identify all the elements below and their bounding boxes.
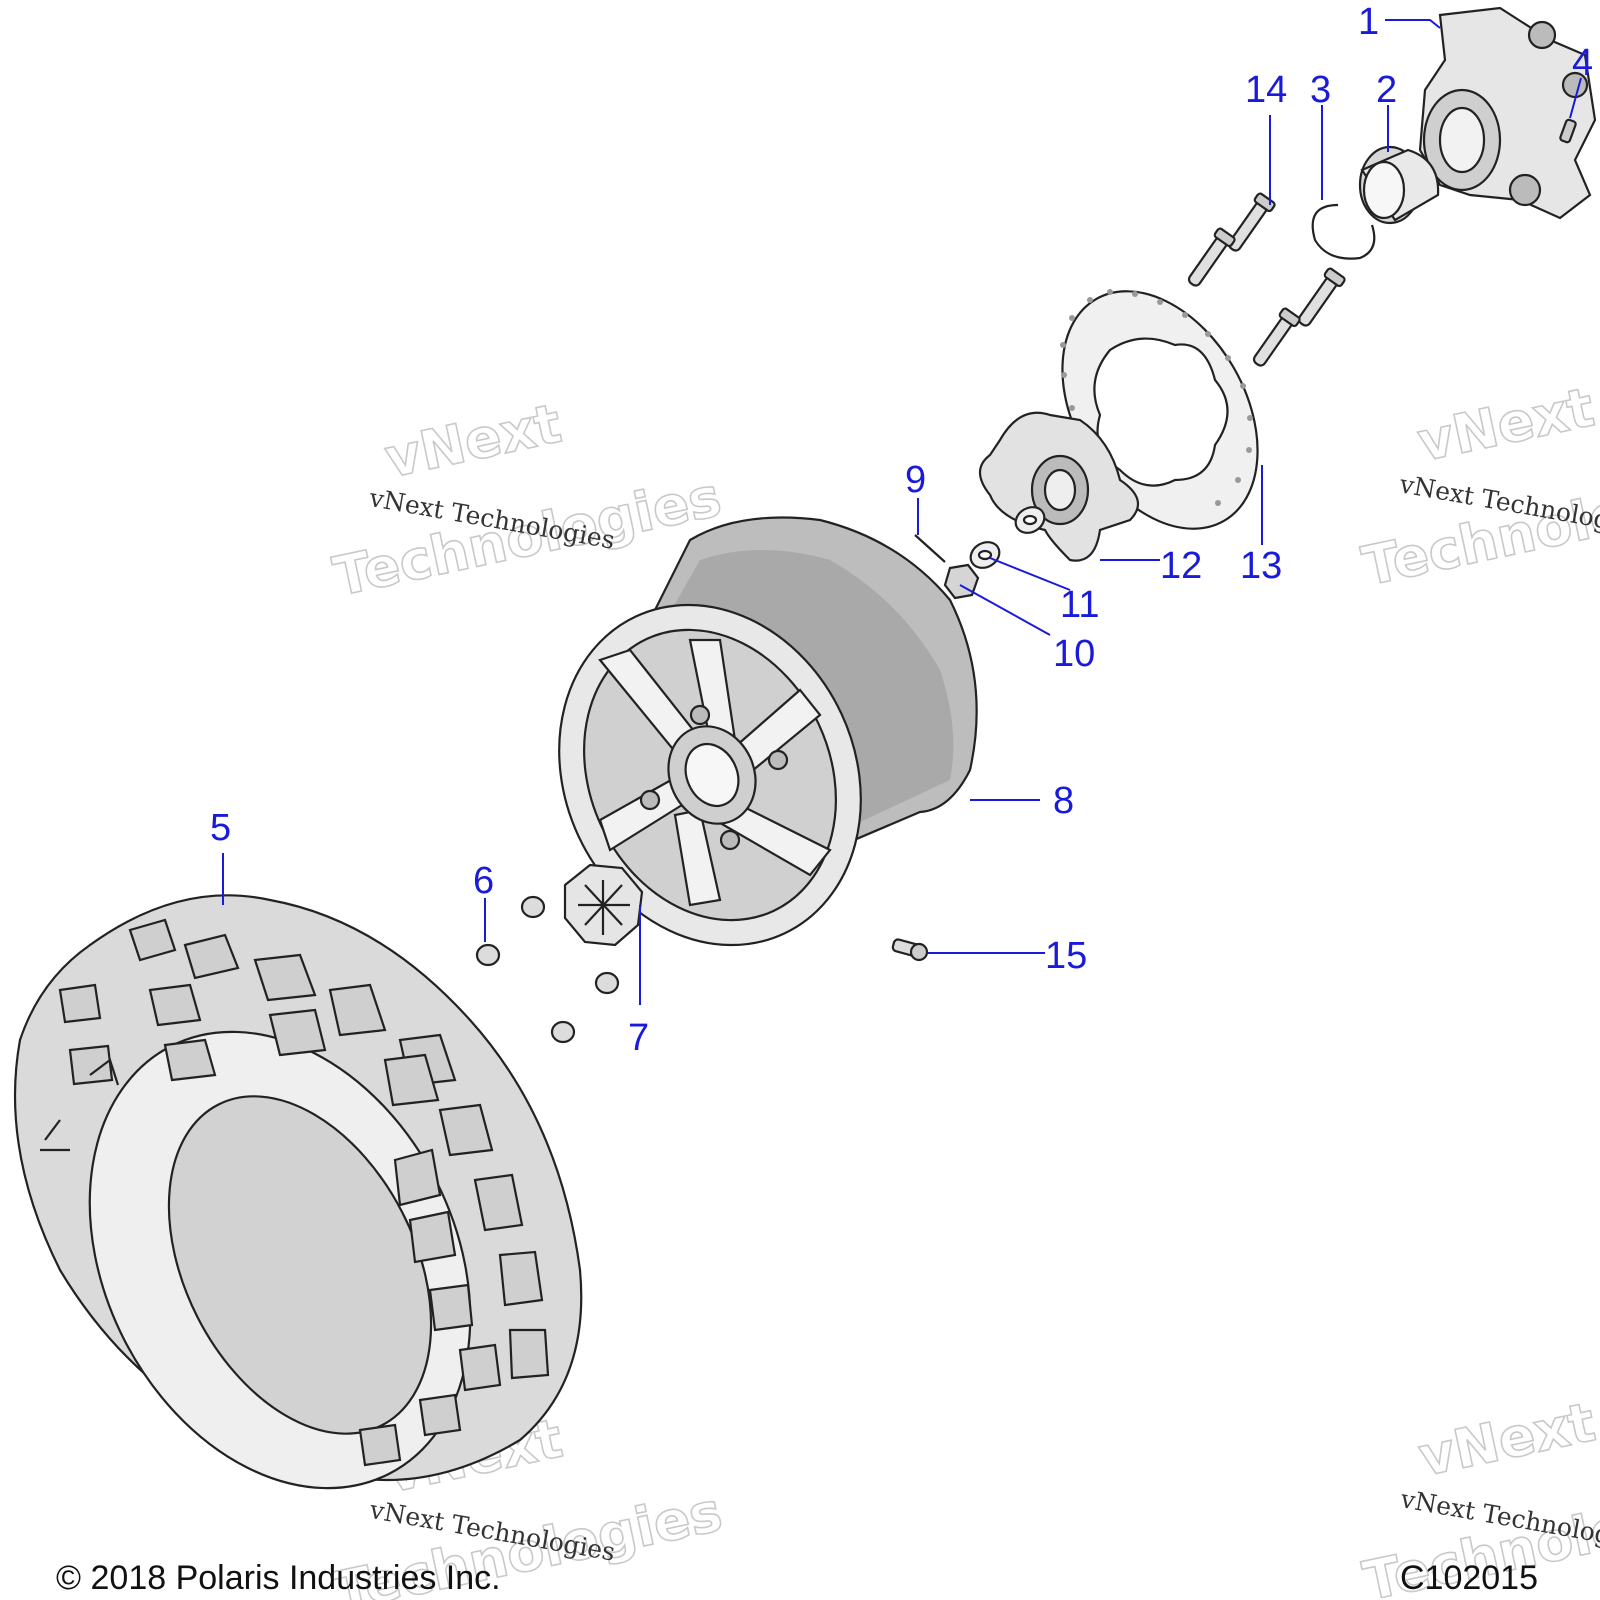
valve-stem-part — [891, 938, 929, 962]
callout-4: 4 — [1572, 42, 1593, 84]
tire-part — [13, 894, 583, 1490]
callout-9: 9 — [905, 459, 926, 501]
callout-13: 13 — [1240, 545, 1282, 587]
washer-part — [969, 506, 1046, 569]
callout-6: 6 — [473, 860, 494, 902]
watermark-upper-right: vNext Technologies vNext Technologies — [1356, 375, 1600, 599]
hub-part — [978, 411, 1140, 562]
callout-5: 5 — [210, 807, 231, 849]
svg-text:vNext: vNext — [1412, 375, 1599, 474]
knuckle-part — [1418, 6, 1597, 220]
callout-8: 8 — [1053, 780, 1074, 822]
callout-labels: 1 2 3 4 5 6 7 8 9 10 11 12 13 14 15 — [210, 1, 1593, 1059]
center-cap-part — [563, 863, 644, 947]
watermark-upper-left: vNext Technologies vNext Technologies — [327, 391, 727, 609]
callout-14: 14 — [1245, 69, 1287, 111]
lug-nuts-part — [475, 895, 620, 1044]
callout-3: 3 — [1310, 69, 1331, 111]
snap-ring-part — [1311, 203, 1376, 260]
callout-15: 15 — [1045, 935, 1087, 977]
svg-text:vNext: vNext — [1413, 1390, 1600, 1489]
wheel-studs-part — [1187, 192, 1346, 367]
callout-11: 11 — [1060, 584, 1099, 626]
callout-2: 2 — [1376, 69, 1397, 111]
callout-1: 1 — [1358, 1, 1379, 43]
svg-text:vNext: vNext — [380, 392, 567, 491]
leader-lines — [222, 19, 1582, 1005]
callout-7: 7 — [628, 1017, 649, 1059]
callout-12: 12 — [1160, 545, 1202, 587]
callout-10: 10 — [1053, 633, 1095, 675]
screw-part — [1559, 118, 1577, 144]
wheel-rim-part — [558, 516, 978, 947]
bearing-part — [1358, 145, 1440, 225]
cotter-pin-part — [914, 534, 946, 563]
figure-code: C102015 — [1399, 1559, 1538, 1597]
copyright-text: © 2018 Polaris Industries Inc. — [56, 1559, 501, 1597]
